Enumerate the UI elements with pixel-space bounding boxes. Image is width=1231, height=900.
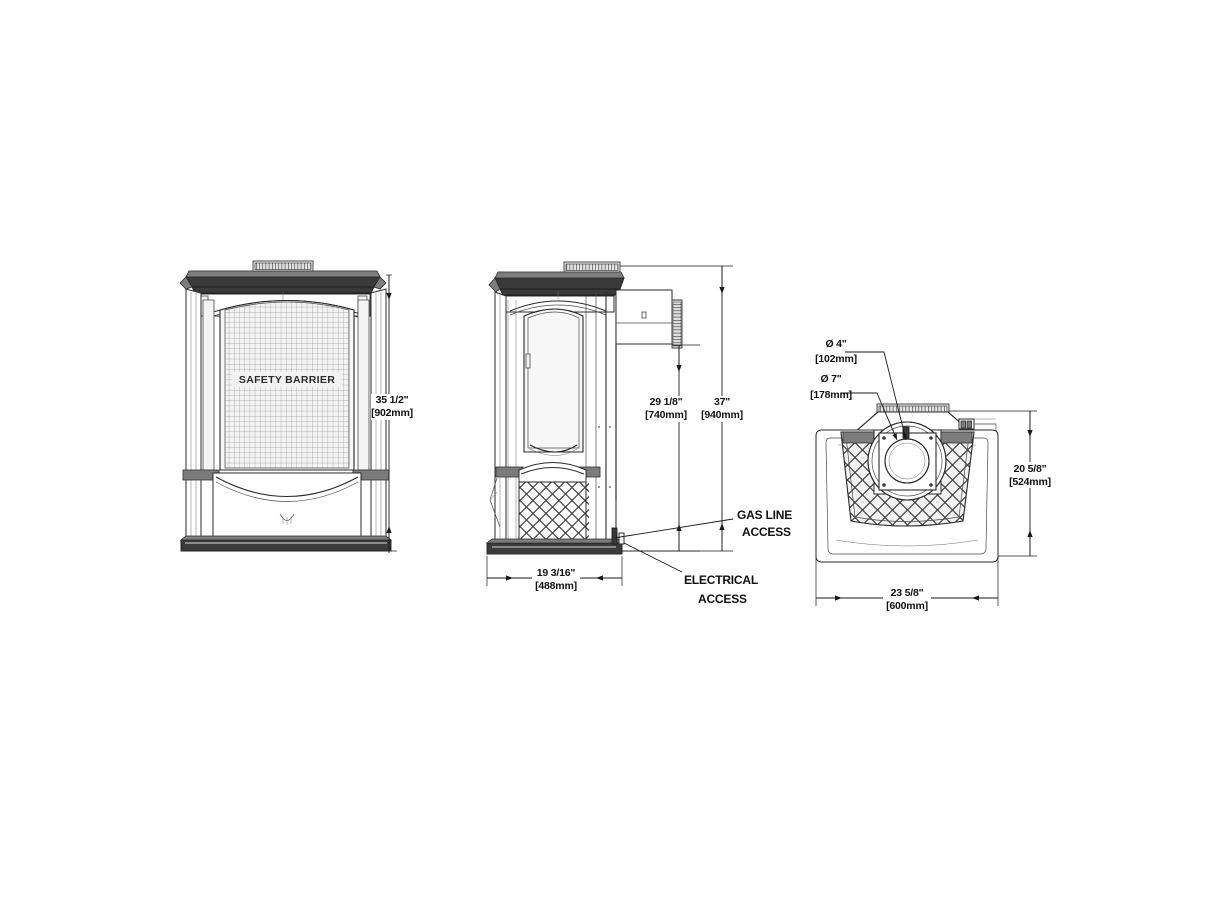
- side-flue-height-metric: [740mm]: [645, 409, 687, 421]
- side-flue-collar: [563, 261, 621, 273]
- top-depth-imperial: 20 5/8": [1014, 463, 1047, 475]
- side-apron-leader: [489, 477, 501, 528]
- front-dimension-overall-height: 35 1/2" [902mm]: [371, 274, 413, 553]
- top-width-imperial: 23 5/8": [891, 587, 924, 599]
- side-dimension-depth: 19 3/16" [488mm]: [486, 556, 623, 592]
- callout-electrical-access: ELECTRICAL ACCESS: [623, 542, 758, 606]
- top-dimension-width: 23 5/8" [600mm]: [815, 556, 999, 612]
- side-rear-wall: [598, 344, 617, 548]
- inner-flue-diameter-line2: [102mm]: [815, 353, 857, 365]
- electrical-access-line2: ACCESS: [698, 592, 747, 606]
- front-elevation-view: SAFETY BARRIER 35 1/2" [902mm]: [179, 260, 413, 553]
- top-width-metric: [600mm]: [886, 600, 928, 612]
- top-dimension-depth: 20 5/8" [524mm]: [949, 410, 1054, 557]
- front-base-plinth: [179, 535, 393, 552]
- front-height-metric: [902mm]: [371, 407, 413, 419]
- side-depth-metric: [488mm]: [535, 580, 577, 592]
- top-plan-view: Ø 4" [102mm] Ø 7" [178mm] 20 5/8" [524mm…: [810, 338, 1054, 612]
- side-flue-height-imperial: 29 1/8": [650, 396, 683, 408]
- side-overall-height-metric: [940mm]: [701, 409, 743, 421]
- side-dimension-flue-height: 29 1/8" [740mm]: [622, 344, 700, 552]
- front-column-collars: [182, 469, 390, 481]
- top-depth-metric: [524mm]: [1009, 476, 1051, 488]
- side-rear-service-box: [615, 289, 683, 349]
- callout-gas-line-access: GAS LINE ACCESS: [613, 508, 792, 539]
- side-top-plate: [488, 271, 625, 296]
- front-top-plate: [179, 270, 387, 294]
- outer-flue-diameter-line2: [178mm]: [810, 389, 852, 401]
- front-flue-collar: [252, 260, 314, 272]
- callout-inner-flue-diameter: Ø 4" [102mm]: [815, 338, 907, 441]
- side-elevation-view: 29 1/8" [740mm] 37" [940mm] 19 3/16" [48…: [485, 261, 792, 606]
- electrical-access-line1: ELECTRICAL: [684, 573, 758, 587]
- side-overall-height-imperial: 37": [714, 396, 730, 408]
- side-body-shell: [494, 290, 617, 549]
- side-base-plinth: [485, 538, 623, 555]
- safety-barrier-label: SAFETY BARRIER: [239, 374, 335, 386]
- gas-line-access-line2: ACCESS: [742, 525, 791, 539]
- front-lower-apron: [212, 472, 362, 539]
- front-height-imperial: 35 1/2": [376, 394, 409, 406]
- inner-flue-diameter-line1: Ø 4": [825, 338, 846, 350]
- front-safety-barrier: SAFETY BARRIER: [219, 299, 355, 471]
- callout-outer-flue-diameter: Ø 7" [178mm]: [810, 373, 898, 441]
- top-flue-collar: [867, 421, 947, 501]
- side-window-panel: [523, 308, 584, 456]
- side-access-fittings: [611, 500, 625, 545]
- side-depth-imperial: 19 3/16": [537, 567, 576, 579]
- side-lower-grille: [518, 462, 589, 546]
- outer-flue-diameter-line1: Ø 7": [820, 373, 841, 385]
- side-dimension-overall-height: 37" [940mm]: [620, 265, 745, 552]
- gas-line-access-line1: GAS LINE: [737, 508, 792, 522]
